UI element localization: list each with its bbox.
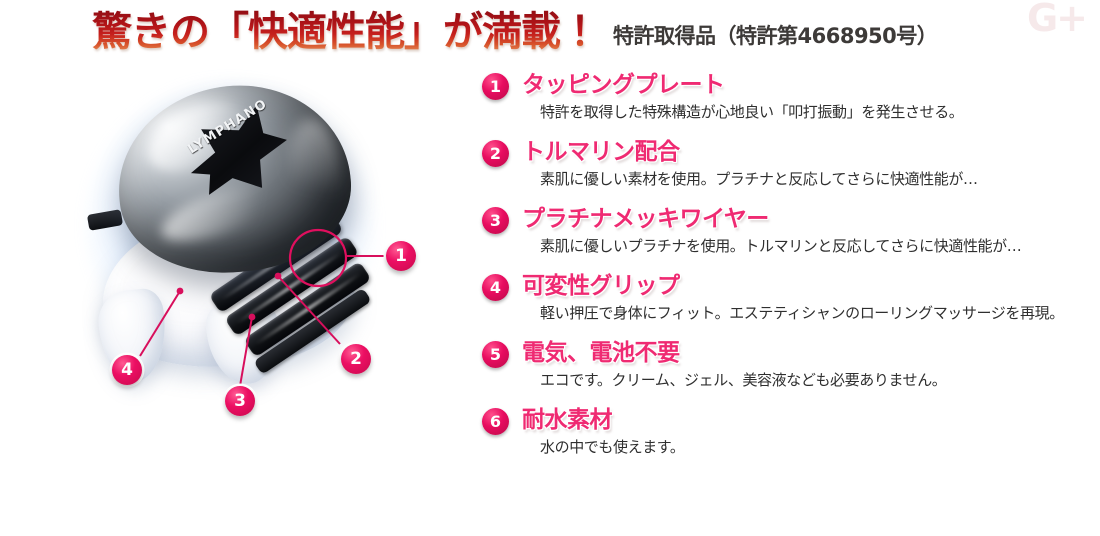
feature-title: トルマリン配合 xyxy=(522,139,680,165)
feature-description: 水の中でも使えます。 xyxy=(540,438,685,457)
patent-note: 特許取得品（特許第4668950号） xyxy=(613,24,938,48)
feature-item-2: 2 トルマリン配合 素肌に優しい素材を使用。プラチナと反応してさらに快適性能が… xyxy=(482,139,1090,193)
feature-number-badge: 5 xyxy=(482,341,509,368)
feature-list: 1 タッピングプレート 特許を取得した特殊構造が心地良い「叩打振動」を発生させる… xyxy=(482,72,1090,474)
feature-description: 軽い押圧で身体にフィット。エステティシャンのローリングマッサージを再現。 xyxy=(540,304,1064,323)
feature-title: プラチナメッキワイヤー xyxy=(522,206,769,232)
page-title: 驚きの「快適性能」が満載！ xyxy=(92,8,600,55)
feature-item-4: 4 可変性グリップ 軽い押圧で身体にフィット。エステティシャンのローリングマッサ… xyxy=(482,273,1090,327)
feature-item-3: 3 プラチナメッキワイヤー 素肌に優しいプラチナを使用。トルマリンと反応してさら… xyxy=(482,206,1090,260)
product-photo: LYMPHANO xyxy=(40,62,470,432)
feature-title: 耐水素材 xyxy=(522,407,613,433)
feature-description: 素肌に優しいプラチナを使用。トルマリンと反応してさらに快適性能が… xyxy=(540,237,1022,256)
corner-watermark: G+ xyxy=(1026,0,1088,40)
headline-row: 驚きの「快適性能」が満載！ 特許取得品（特許第4668950号） xyxy=(92,8,938,55)
feature-description: 素肌に優しい素材を使用。プラチナと反応してさらに快適性能が… xyxy=(540,170,978,189)
feature-number-badge: 2 xyxy=(482,140,509,167)
feature-number-badge: 1 xyxy=(482,73,509,100)
feature-number-badge: 3 xyxy=(482,207,509,234)
feature-title: 可変性グリップ xyxy=(522,273,680,299)
feature-item-1: 1 タッピングプレート 特許を取得した特殊構造が心地良い「叩打振動」を発生させる… xyxy=(482,72,1090,126)
feature-title: タッピングプレート xyxy=(522,72,725,98)
feature-title: 電気、電池不要 xyxy=(522,340,680,366)
feature-item-5: 5 電気、電池不要 エコです。クリーム、ジェル、美容液なども必要ありません。 xyxy=(482,340,1090,394)
feature-number-badge: 6 xyxy=(482,408,509,435)
feature-item-6: 6 耐水素材 水の中でも使えます。 xyxy=(482,407,1090,461)
feature-description: エコです。クリーム、ジェル、美容液なども必要ありません。 xyxy=(540,371,947,390)
feature-description: 特許を取得した特殊構造が心地良い「叩打振動」を発生させる。 xyxy=(540,103,964,122)
product-grip-left xyxy=(95,286,171,386)
feature-number-badge: 4 xyxy=(482,274,509,301)
